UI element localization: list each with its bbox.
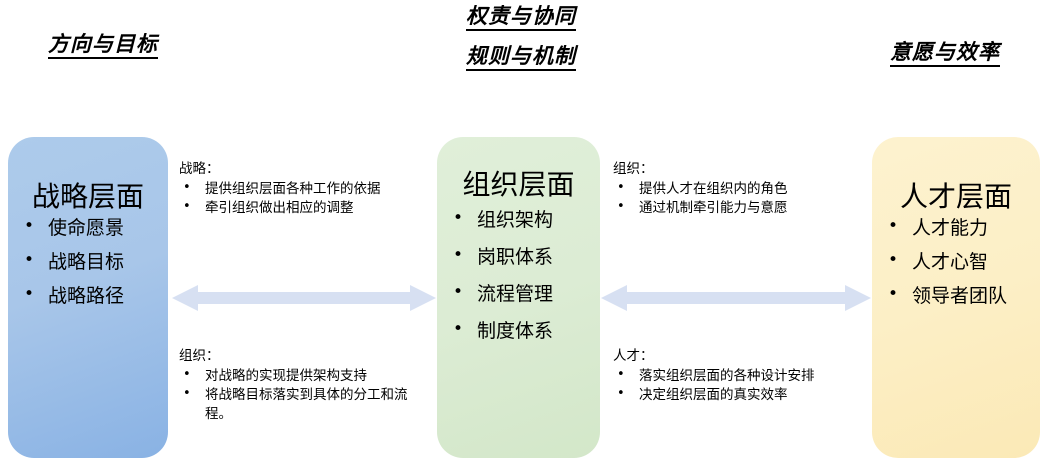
section-heading-will-efficiency: 意愿与效率: [890, 40, 1000, 68]
list-item: 制度体系: [451, 321, 600, 341]
section-heading-duty-synergy: 权责与协同: [466, 4, 576, 32]
note-organization-support-list: 对战略的实现提供架构支持 将战略目标落实到具体的分工和流程。: [179, 366, 429, 424]
note-item: 提供组织层面各种工作的依据: [179, 179, 381, 199]
note-organization-role-title: 组织：: [613, 161, 654, 177]
note-item: 提供人才在组织内的角色: [613, 179, 788, 199]
list-item: 岗职体系: [451, 247, 600, 267]
note-talent-list: 落实组织层面的各种设计安排 决定组织层面的真实效率: [613, 366, 815, 405]
note-item: 对战略的实现提供架构支持: [179, 366, 429, 386]
layer-box-organization-list: 组织架构 岗职体系 流程管理 制度体系: [437, 210, 600, 341]
note-strategy-list: 提供组织层面各种工作的依据 牵引组织做出相应的调整: [179, 179, 381, 218]
note-organization-role: 组织： 提供人才在组织内的角色 通过机制牵引能力与意愿: [613, 160, 788, 219]
list-item: 人才能力: [886, 218, 1040, 238]
note-organization-role-list: 提供人才在组织内的角色 通过机制牵引能力与意愿: [613, 179, 788, 218]
list-item: 使命愿景: [22, 218, 168, 238]
note-item: 落实组织层面的各种设计安排: [613, 366, 815, 386]
note-talent-title: 人才：: [613, 348, 654, 364]
list-item: 组织架构: [451, 210, 600, 230]
note-organization-support: 组织： 对战略的实现提供架构支持 将战略目标落实到具体的分工和流程。: [179, 347, 429, 425]
layer-box-strategy[interactable]: 战略层面 使命愿景 战略目标 战略路径: [8, 137, 168, 458]
layer-box-talent-title: 人才层面: [899, 180, 1012, 213]
double-arrow-icon-organization-talent: [601, 283, 871, 313]
note-item: 决定组织层面的真实效率: [613, 385, 815, 405]
list-item: 领导者团队: [886, 286, 1040, 306]
layer-box-organization-title: 组织层面: [462, 168, 575, 201]
layer-box-strategy-list: 使命愿景 战略目标 战略路径: [8, 218, 168, 306]
list-item: 人才心智: [886, 252, 1040, 272]
note-item: 牵引组织做出相应的调整: [179, 198, 381, 218]
list-item: 流程管理: [451, 284, 600, 304]
note-item: 通过机制牵引能力与意愿: [613, 198, 788, 218]
layer-box-organization[interactable]: 组织层面 组织架构 岗职体系 流程管理 制度体系: [437, 137, 600, 458]
note-talent: 人才： 落实组织层面的各种设计安排 决定组织层面的真实效率: [613, 347, 815, 406]
layer-box-talent[interactable]: 人才层面 人才能力 人才心智 领导者团队: [872, 137, 1040, 458]
list-item: 战略目标: [22, 252, 168, 272]
note-strategy-title: 战略：: [179, 161, 220, 177]
list-item: 战略路径: [22, 286, 168, 306]
layer-box-talent-list: 人才能力 人才心智 领导者团队: [872, 218, 1040, 306]
note-strategy: 战略： 提供组织层面各种工作的依据 牵引组织做出相应的调整: [179, 160, 381, 219]
double-arrow-icon-strategy-organization: [172, 283, 436, 313]
note-item: 将战略目标落实到具体的分工和流程。: [179, 385, 429, 423]
note-organization-support-title: 组织：: [179, 348, 220, 364]
layer-box-strategy-title: 战略层面: [31, 180, 144, 213]
section-heading-direction-goal: 方向与目标: [48, 32, 158, 60]
section-heading-rule-mechanism: 规则与机制: [466, 44, 576, 72]
